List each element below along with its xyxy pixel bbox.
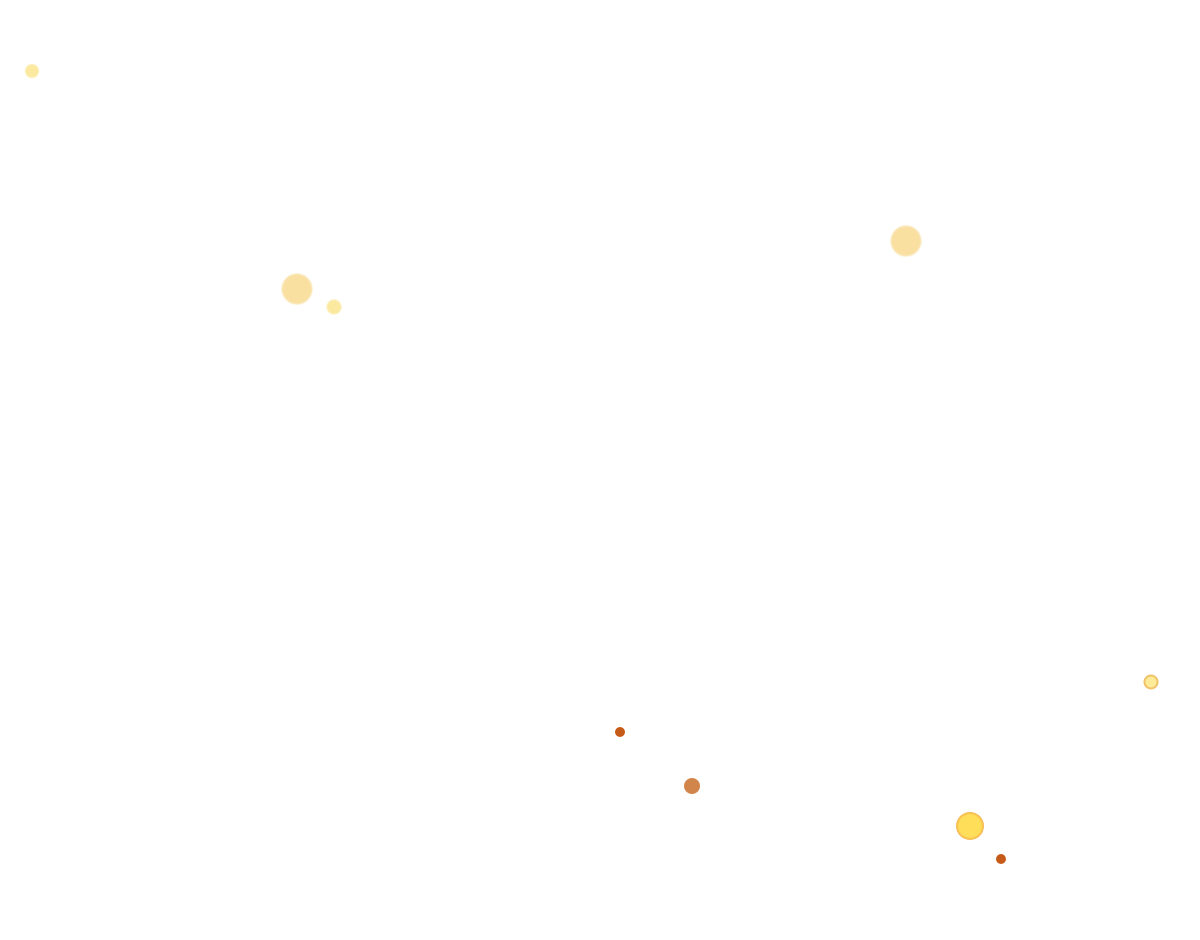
particle-copper-medium [684, 778, 700, 794]
particle-pale-yellow-small-1 [25, 64, 39, 78]
particle-pale-gold-large-2 [890, 225, 922, 257]
particle-pale-gold-large-1 [281, 273, 313, 305]
particle-pale-yellow-small-2 [326, 299, 342, 315]
particle-yellow-glow-large [956, 812, 984, 840]
particle-rust-tiny-1 [615, 727, 625, 737]
particle-rust-tiny-2 [996, 854, 1006, 864]
particle-yellow-ringed-small [1143, 674, 1159, 690]
